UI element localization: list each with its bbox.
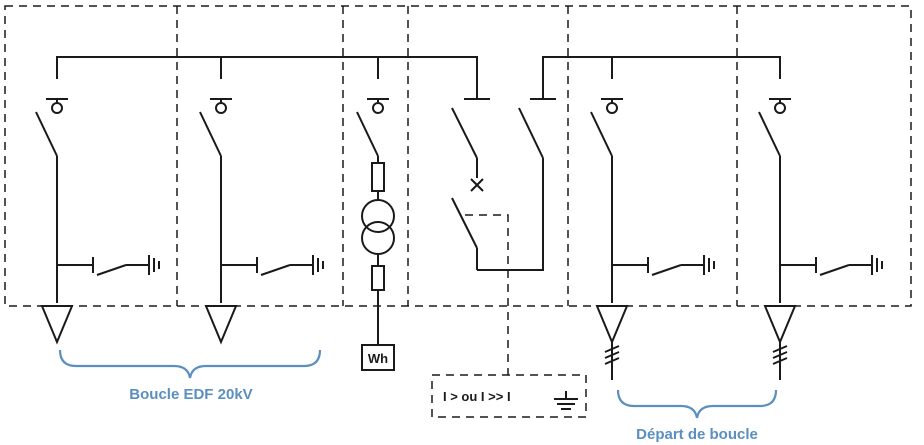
load-break-switch-blade: [590, 111, 613, 157]
protection-feeder: I > ou I >> I: [431, 98, 587, 418]
outgoing-feeder-2: [758, 98, 883, 380]
three-phase-cable-icon: [772, 345, 788, 365]
busbar-right: [542, 56, 781, 99]
load-break-switch-blade: [356, 111, 379, 157]
switch-contact-circle: [215, 102, 227, 114]
load-break-switch-blade: [35, 111, 58, 157]
fuse-icon: [371, 162, 385, 192]
switch-contact-circle: [606, 102, 618, 114]
fuse-icon: [371, 265, 385, 291]
ground-icon: [148, 255, 160, 275]
switchboard-frame: [4, 5, 912, 307]
cable-termination-icon: [204, 305, 238, 345]
energy-meter-label: Wh: [368, 351, 388, 366]
boucle-edf-label: Boucle EDF 20kV: [129, 386, 252, 403]
incoming-feeder-1: [35, 98, 160, 345]
brace-boucle-edf: [58, 349, 322, 379]
busbar-left: [56, 56, 478, 99]
bypass-line: [477, 158, 544, 271]
earth-switch-blade: [96, 264, 127, 276]
switch-contact-circle: [774, 102, 786, 114]
circuit-breaker-blade: [451, 197, 478, 249]
depart-boucle-label: Départ de boucle: [636, 426, 758, 443]
ground-icon: [312, 255, 324, 275]
transformer-secondary-coil-icon: [361, 221, 395, 255]
energy-meter: [361, 344, 395, 371]
ground-icon: [871, 255, 883, 275]
disconnector-blade: [451, 107, 478, 159]
protection-relay-label: I > ou I >> I: [443, 389, 511, 404]
switch-contact-circle: [372, 102, 384, 114]
earth-switch-blade: [819, 264, 850, 276]
earth-switch-blade: [651, 264, 682, 276]
outgoing-feeder-1: [590, 98, 715, 380]
cable-termination-icon: [763, 305, 797, 345]
metering-feeder: Wh: [356, 98, 395, 371]
trip-link: [465, 214, 509, 375]
earth-switch-blade: [260, 264, 291, 276]
cable-termination-icon: [595, 305, 629, 345]
ground-icon: [703, 255, 715, 275]
brace-depart-boucle: [616, 389, 778, 419]
load-break-switch-blade: [199, 111, 222, 157]
breaker-cross-icon: [470, 178, 484, 192]
three-phase-cable-icon: [604, 345, 620, 365]
incoming-feeder-2: [199, 98, 324, 345]
load-break-switch-blade: [758, 111, 781, 157]
ground-icon: [554, 391, 578, 410]
cable-termination-icon: [40, 305, 74, 345]
cubicle-outlines: [4, 5, 912, 307]
switch-contact-circle: [51, 102, 63, 114]
transformer-primary-coil-icon: [361, 199, 395, 233]
disconnector-blade: [518, 107, 544, 159]
protection-relay-box: [431, 374, 587, 418]
